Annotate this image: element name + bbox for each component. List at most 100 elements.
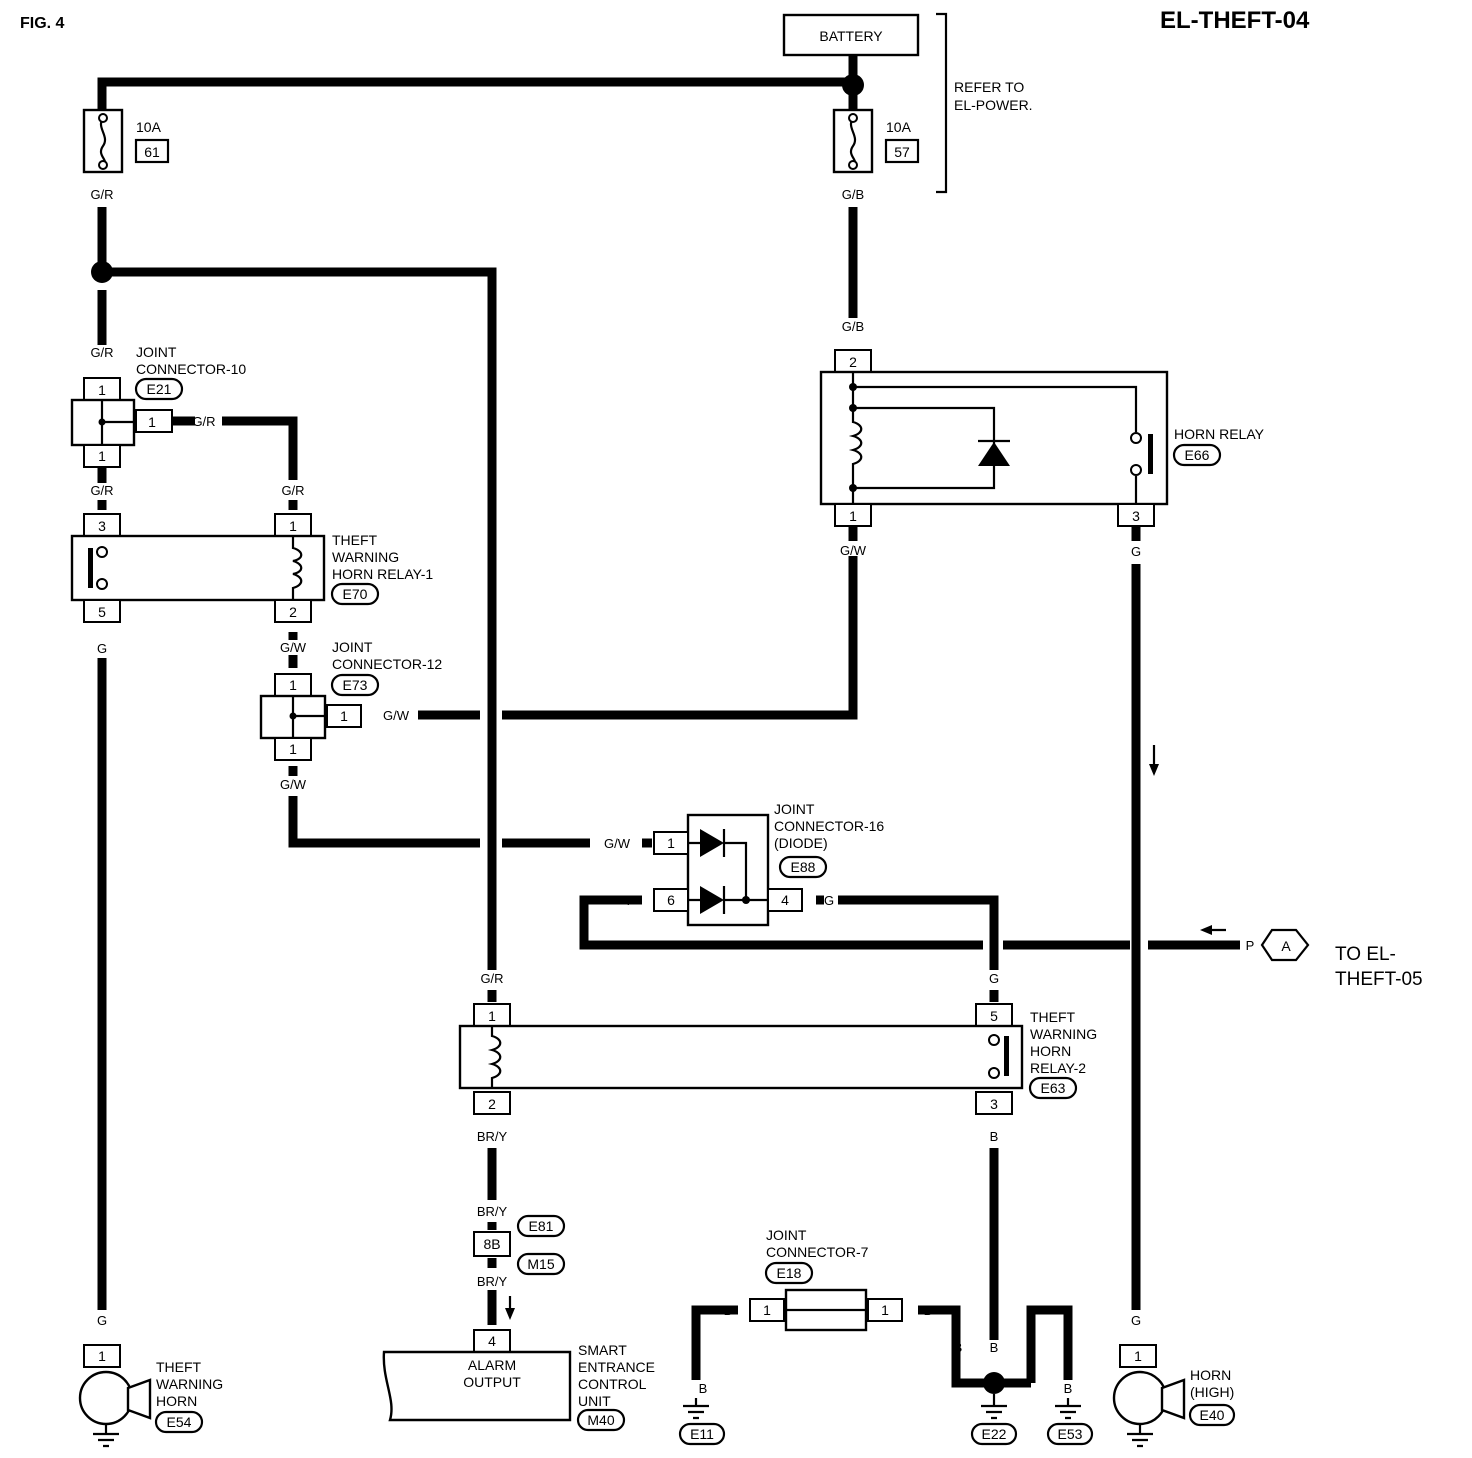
wire-label: G/R [90, 483, 113, 498]
fuse-57: 10A 57 [832, 108, 920, 174]
wire-label: G/R [90, 187, 113, 202]
component-label: WARNING [156, 1376, 223, 1392]
wire-label: G/W [604, 836, 631, 851]
wire-label: B [1026, 1340, 1035, 1355]
offpage-tag: A [1281, 938, 1291, 954]
wire-label: BR/Y [477, 1129, 508, 1144]
power-bracket: REFER TO EL-POWER. [936, 12, 1033, 194]
pin-number: 1 [289, 741, 297, 757]
pin-number: 1 [1134, 1348, 1142, 1364]
wire-label: BR/Y [477, 1274, 508, 1289]
pin-number: 3 [990, 1096, 998, 1112]
wires [97, 55, 1240, 1388]
component-label: THEFT [1030, 1009, 1076, 1025]
component-label: THEFT [332, 532, 378, 548]
alarm-output-label: OUTPUT [463, 1374, 521, 1390]
horn-relay: 2 1 3 HORN RELAY E66 [819, 349, 1265, 527]
fuse-amp: 10A [136, 119, 162, 135]
component-label: WARNING [332, 549, 399, 565]
component-label: UNIT [578, 1393, 611, 1409]
wire-label: G/B [842, 187, 864, 202]
connector-id: E70 [343, 586, 368, 602]
offpage-text: THEFT-05 [1335, 969, 1423, 990]
wire-label: G/W [280, 640, 307, 655]
connector-id: E81 [529, 1218, 554, 1234]
pin-number: 3 [98, 518, 106, 534]
pin-number: 3 [1132, 508, 1140, 524]
component-label: JOINT [332, 639, 373, 655]
wire-label: B [954, 1340, 963, 1355]
wire-label: G [989, 971, 999, 986]
pin-number: 1 [340, 708, 348, 724]
wire-label: G [1131, 544, 1141, 559]
joint-connector-16-diode: 1 6 4 JOINT CONNECTOR-16 (DIODE) E88 [653, 801, 884, 927]
pin-number: 1 [289, 677, 297, 693]
ground-e22: E22 [970, 1394, 1018, 1446]
component-label: SMART [578, 1342, 627, 1358]
wire-label: G [824, 893, 834, 908]
pin-number: 1 [98, 382, 106, 398]
pin-number: 1 [667, 835, 675, 851]
pin-number: 1 [881, 1302, 889, 1318]
component-label: (HIGH) [1190, 1384, 1234, 1400]
wire-label: G/W [383, 708, 410, 723]
wire-label: G [1131, 1313, 1141, 1328]
wire-label: BR/Y [477, 1204, 508, 1219]
power-ref-line1: REFER TO [954, 79, 1024, 95]
wire-label: B [699, 1381, 708, 1396]
pin-number: 6 [667, 892, 675, 908]
joint-connector-10: 1 1 1 JOINT CONNECTOR-10 E21 [70, 344, 246, 468]
component-label: (DIODE) [774, 835, 828, 851]
wire-label: B [990, 1340, 999, 1355]
component-label: HORN [156, 1393, 197, 1409]
pin-number: 2 [488, 1096, 496, 1112]
splice-dot [983, 1372, 1005, 1394]
component-label: CONTROL [578, 1376, 647, 1392]
component-label: ENTRANCE [578, 1359, 655, 1375]
battery: BATTERY [782, 13, 920, 57]
connector-id: E73 [343, 677, 368, 693]
fuse-amp: 10A [886, 119, 912, 135]
pin-number: 5 [98, 604, 106, 620]
pin-number: 4 [488, 1333, 496, 1349]
pin-number: 4 [781, 892, 789, 908]
wire-label: G/R [281, 483, 304, 498]
connector-id: E66 [1185, 447, 1210, 463]
component-label: CONNECTOR-7 [766, 1244, 869, 1260]
power-ref-line2: EL-POWER. [954, 97, 1033, 113]
offpage-text: TO EL- [1335, 944, 1396, 965]
connector-id: E88 [791, 859, 816, 875]
joint-connector-12: 1 1 1 JOINT CONNECTOR-12 E73 [259, 639, 442, 761]
ground-id: E11 [690, 1426, 714, 1442]
wire-labels: G/R G/B G/B G/R G/R G/R G/R G G/W G/W G/… [90, 187, 1254, 1396]
pin-number: 1 [98, 1348, 106, 1364]
pin-number: 2 [849, 354, 857, 370]
theft-warning-horn-relay-2: 1 5 2 3 THEFT WARNING HORN RELAY-2 E63 [458, 1003, 1097, 1115]
component-label: HORN [1030, 1043, 1071, 1059]
wire-label: G/B [842, 319, 864, 334]
flow-arrows [505, 745, 1159, 1320]
wire-label: G/R [192, 414, 215, 429]
pin-number: 8B [483, 1236, 500, 1252]
connector-id: E21 [147, 381, 172, 397]
connector-id: E18 [777, 1265, 802, 1281]
component-label: JOINT [774, 801, 815, 817]
connector-id: M40 [587, 1412, 614, 1428]
wire-label: B [1064, 1381, 1073, 1396]
ground-id: E22 [982, 1426, 1007, 1442]
component-label: CONNECTOR-12 [332, 656, 442, 672]
component-label: HORN [1190, 1367, 1231, 1383]
wire-label: G/R [480, 971, 503, 986]
theft-warning-horn-relay-1: 3 1 5 2 THEFT WARNING HORN RELAY-1 E70 [70, 513, 433, 623]
pin-number: 1 [763, 1302, 771, 1318]
joint-connector-7: 1 1 JOINT CONNECTOR-7 E18 [749, 1227, 903, 1332]
ground-e11: E11 [678, 1398, 726, 1446]
pin-number: 5 [990, 1008, 998, 1024]
theft-warning-horn: 1 THEFT WARNING HORN E54 [78, 1344, 223, 1448]
battery-label: BATTERY [819, 28, 883, 44]
component-label: HORN RELAY-1 [332, 566, 433, 582]
ground-id: E53 [1058, 1426, 1083, 1442]
pin-number: 1 [488, 1008, 496, 1024]
pin-number: 1 [289, 518, 297, 534]
